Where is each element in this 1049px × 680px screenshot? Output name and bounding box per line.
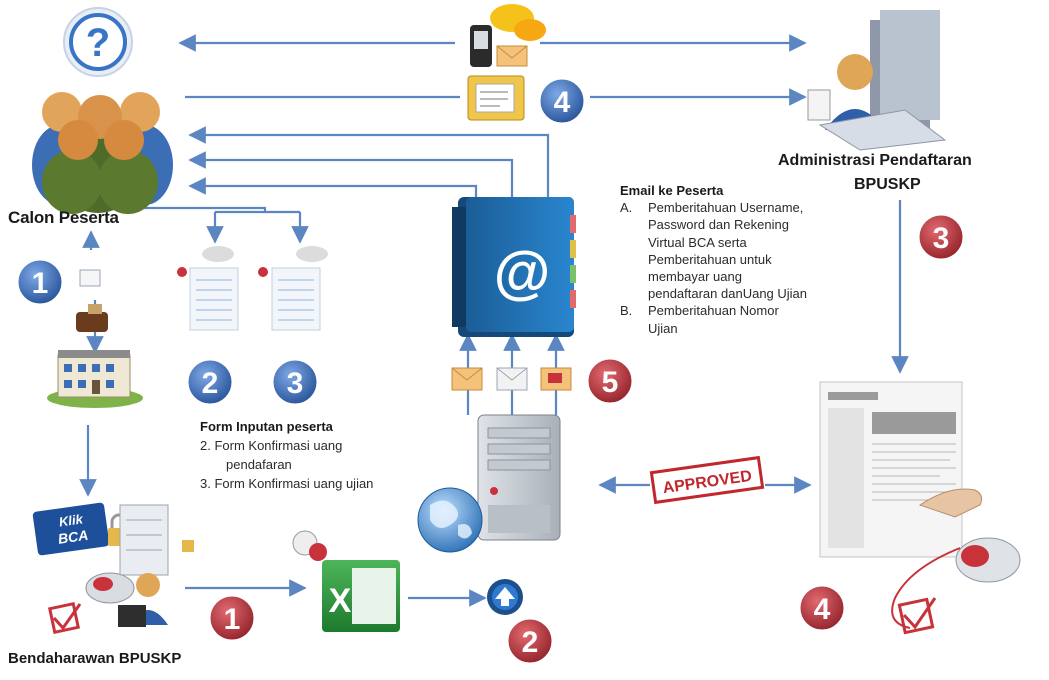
mouse-icon: [85, 572, 135, 604]
admin-label-line1: Administrasi Pendaftaran: [778, 152, 972, 169]
step-badge-2-blue: 2: [185, 357, 235, 407]
form-document-icon: [189, 267, 239, 331]
email-notes-item-b-marker: B.: [620, 303, 633, 319]
pen-hand-icon: [177, 246, 328, 277]
step-badge-3-red: 3: [916, 212, 966, 262]
bendahara-label: Bendaharawan BPUSKP: [8, 650, 182, 667]
email-notes-line: Pemberitahuan Username,: [648, 200, 804, 216]
svg-text:4: 4: [554, 86, 571, 119]
mobile-phone-icon: [470, 25, 492, 67]
email-notes-item-b: B. Pemberitahuan Nomor Ujian: [620, 302, 860, 336]
svg-text:2: 2: [202, 367, 219, 400]
user-computer-icon: [118, 504, 194, 627]
step-badge-4-red: 4: [797, 583, 847, 633]
email-notes-line: Virtual BCA serta: [648, 234, 747, 250]
form-notes: Form Inputan peserta 2. Form Konfirmasi …: [200, 417, 373, 493]
folder-icon: [467, 75, 525, 121]
email-notes-item-a-marker: A.: [620, 200, 633, 216]
calon-peserta-label: Calon Peserta: [8, 208, 119, 227]
step-badge-4-blue: 4: [537, 76, 587, 126]
address-book-icon: @: [452, 197, 576, 337]
envelope-icon: [540, 367, 572, 391]
step-badge-2-red: 2: [505, 616, 555, 666]
excel-icon: X: [322, 560, 400, 632]
mouse-icon: [891, 537, 1021, 629]
email-notes-line: Password dan Rekening: [648, 217, 789, 233]
checkbox-icon: [897, 597, 937, 635]
step-badge-3-blue: 3: [270, 357, 320, 407]
step-badge-5-red: 5: [585, 356, 635, 406]
email-notes-line: Ujian: [648, 320, 678, 336]
envelope-icon: [496, 45, 528, 67]
server-icon: [477, 414, 561, 541]
email-notes-line: Pemberitahuan Nomor: [648, 303, 779, 319]
svg-text:1: 1: [32, 267, 49, 300]
svg-text:4: 4: [814, 593, 831, 626]
group-people-icon: [32, 92, 173, 214]
form-notes-item-3: 3. Form Konfirmasi uang ujian: [200, 476, 374, 491]
svg-text:2: 2: [522, 626, 539, 659]
upload-icon: [487, 579, 523, 615]
email-notes-line: pendaftaran danUang Ujian: [648, 286, 808, 302]
klik-bca-logo: Klik BCA: [32, 502, 110, 556]
small-document-icon: [79, 269, 101, 287]
form-document-icon: [271, 267, 321, 331]
chat-bubbles-icon: [490, 4, 546, 41]
administrator-icon: [807, 10, 947, 151]
form-notes-item-2-line2: pendafaran: [226, 457, 292, 472]
approved-stamp: APPROVED: [649, 455, 765, 505]
email-notes-line: membayar uang: [648, 269, 742, 285]
form-notes-title: Form Inputan peserta: [200, 419, 333, 434]
email-notes-item-a-text: Pemberitahuan Username, Password dan Rek…: [648, 199, 807, 302]
svg-text:X: X: [329, 582, 352, 620]
wallet-icon: [76, 304, 108, 332]
envelope-icon: [451, 367, 483, 391]
checkbox-icon: [47, 601, 82, 635]
globe-icon: [417, 487, 483, 553]
admin-label-line2: BPUSKP: [854, 176, 921, 193]
klik-bca-line1: Klik: [58, 511, 84, 529]
klik-bca-line2: BCA: [57, 527, 89, 547]
step-badge-1-blue: 1: [15, 257, 65, 307]
svg-text:3: 3: [287, 367, 304, 400]
form-notes-item-2-line1: 2. Form Konfirmasi uang: [200, 438, 343, 453]
email-notes: Email ke Peserta A. Pemberitahuan Userna…: [620, 182, 860, 337]
email-notes-item-b-text: Pemberitahuan Nomor Ujian: [648, 302, 779, 336]
building-icon: [47, 350, 143, 408]
email-notes-item-a: A. Pemberitahuan Username, Password dan …: [620, 199, 860, 302]
step-badge-1-red: 1: [207, 593, 257, 643]
svg-text:1: 1: [224, 603, 241, 636]
svg-text:3: 3: [933, 222, 950, 255]
cd-icon: [292, 530, 327, 561]
email-notes-title: Email ke Peserta: [620, 183, 724, 198]
at-sign: @: [494, 240, 551, 305]
email-notes-line: Pemberitahuan untuk: [648, 251, 772, 267]
webpage-screenshot-icon: [819, 381, 983, 558]
help-mark: ?: [86, 21, 110, 65]
svg-text:5: 5: [602, 366, 619, 399]
envelope-icon: [496, 367, 528, 391]
help-icon: ?: [63, 7, 133, 77]
